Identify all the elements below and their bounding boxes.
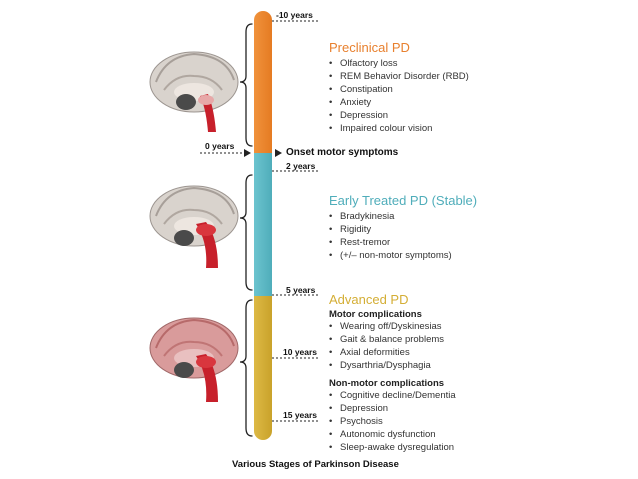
stage-preclinical-list: Olfactory loss REM Behavior Disorder (RB… (329, 57, 469, 135)
symptom-item: Bradykinesia (329, 210, 477, 223)
symptom-item: Impaired colour vision (329, 122, 469, 135)
symptom-item: Olfactory loss (329, 57, 469, 70)
symptom-item: Constipation (329, 83, 469, 96)
symptom-item: Rest-tremor (329, 236, 477, 249)
mark-ten-label: 10 years (283, 347, 318, 357)
symptom-item: REM Behavior Disorder (RBD) (329, 70, 469, 83)
mark-two-label: 2 years (286, 161, 316, 171)
pointer-onset (275, 149, 282, 157)
symptom-item: Psychosis (329, 415, 456, 428)
diagram-caption: Various Stages of Parkinson Disease (232, 459, 399, 470)
symptom-item: Depression (329, 109, 469, 122)
motor-complications-heading: Motor complications (329, 309, 422, 320)
brace-advanced (239, 299, 253, 437)
brace-early (239, 174, 253, 291)
timeline-segment-preclinical (254, 11, 272, 153)
symptom-item: Wearing off/Dyskinesias (329, 320, 456, 333)
symptom-item: Sleep-awake dysregulation (329, 441, 456, 454)
timeline-segment-early (254, 153, 272, 296)
brain-preclinical-icon (149, 51, 239, 132)
stage-early: Early Treated PD (Stable) Bradykinesia R… (329, 193, 477, 262)
onset-label: Onset motor symptoms (286, 147, 399, 158)
stage-preclinical-title: Preclinical PD (329, 40, 410, 55)
stage-advanced-title: Advanced PD (329, 292, 409, 307)
motor-complications-list: Wearing off/Dyskinesias Gait & balance p… (329, 320, 456, 372)
symptom-item: Depression (329, 402, 456, 415)
nonmotor-complications-heading: Non-motor complications (329, 378, 445, 389)
brace-preclinical (239, 23, 253, 147)
stage-advanced: Advanced PD Motor complications Wearing … (329, 292, 456, 454)
stage-early-list: Bradykinesia Rigidity Rest-tremor (+/– n… (329, 210, 477, 262)
mark-five-label: 5 years (286, 285, 316, 295)
symptom-item: Axial deformities (329, 346, 456, 359)
brain-advanced-icon (149, 317, 239, 402)
stage-early-title: Early Treated PD (Stable) (329, 193, 478, 208)
symptom-item: Cognitive decline/Dementia (329, 389, 456, 402)
symptom-item: Dysarthria/Dysphagia (329, 359, 456, 372)
timeline-segment-advanced (254, 296, 272, 440)
pointer-zero (244, 149, 251, 157)
symptom-item: Autonomic dysfunction (329, 428, 456, 441)
symptom-item: Rigidity (329, 223, 477, 236)
nonmotor-complications-list: Cognitive decline/Dementia Depression Ps… (329, 389, 456, 454)
symptom-item: Gait & balance problems (329, 333, 456, 346)
symptom-item: (+/– non-motor symptoms) (329, 249, 477, 262)
symptom-item: Anxiety (329, 96, 469, 109)
mark-minus10-label: -10 years (276, 10, 313, 20)
mark-zero-label: 0 years (205, 141, 235, 151)
stage-preclinical: Preclinical PD Olfactory loss REM Behavi… (329, 40, 469, 135)
mark-fifteen-label: 15 years (283, 410, 318, 420)
brain-early-icon (149, 185, 239, 268)
